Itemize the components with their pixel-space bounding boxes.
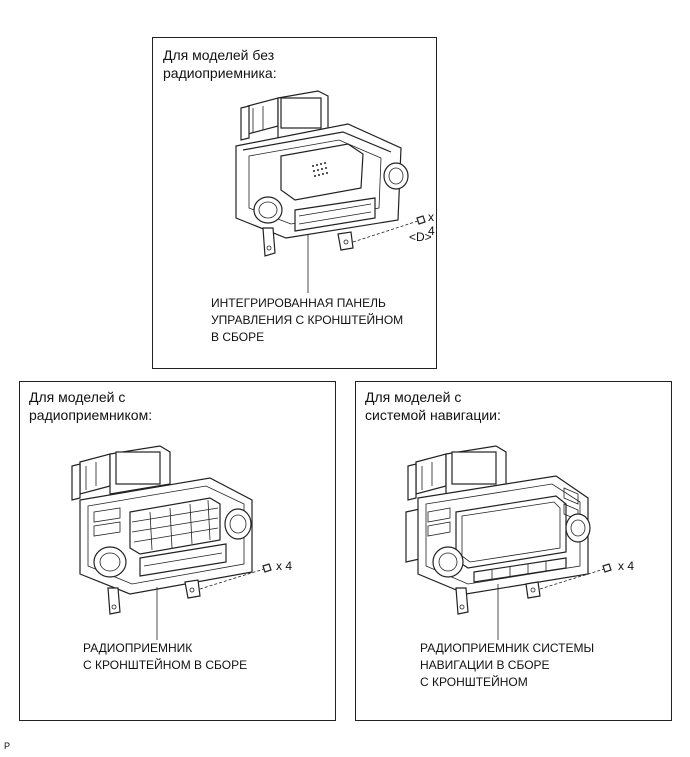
screw-quantity-label: x 4 <box>276 559 293 573</box>
integrated-control-panel-illustration <box>235 90 426 293</box>
radio-receiver-illustration <box>71 445 272 640</box>
part-caption: РАДИОПРИЕМНИК СИСТЕМЫ НАВИГАЦИИ В СБОРЕ … <box>420 641 595 689</box>
part-caption: РАДИОПРИЕМНИК С КРОНШТЕЙНОМ В СБОРЕ <box>83 641 248 672</box>
panel-title: Для моделей с системой навигации: <box>365 389 501 423</box>
panel-without-radio: Для моделей без радиоприемника: <box>152 37 437 369</box>
screw-quantity-label: x 4 <box>618 559 635 573</box>
clip-label: <D> <box>409 230 432 244</box>
navigation-receiver-illustration <box>405 445 612 640</box>
figure-code: P <box>4 741 11 751</box>
screw-quantity-label: x 4 <box>428 210 435 238</box>
panel-with-radio: Для моделей с радиоприемником: <box>19 381 336 721</box>
panel-title: Для моделей без радиоприемника: <box>163 47 277 81</box>
part-caption: ИНТЕГРИРОВАННАЯ ПАНЕЛЬ УПРАВЛЕНИЯ С КРОН… <box>211 296 404 344</box>
panel-title: Для моделей с радиоприемником: <box>29 389 153 423</box>
panel-with-navigation: Для моделей с системой навигации: <box>355 381 672 721</box>
